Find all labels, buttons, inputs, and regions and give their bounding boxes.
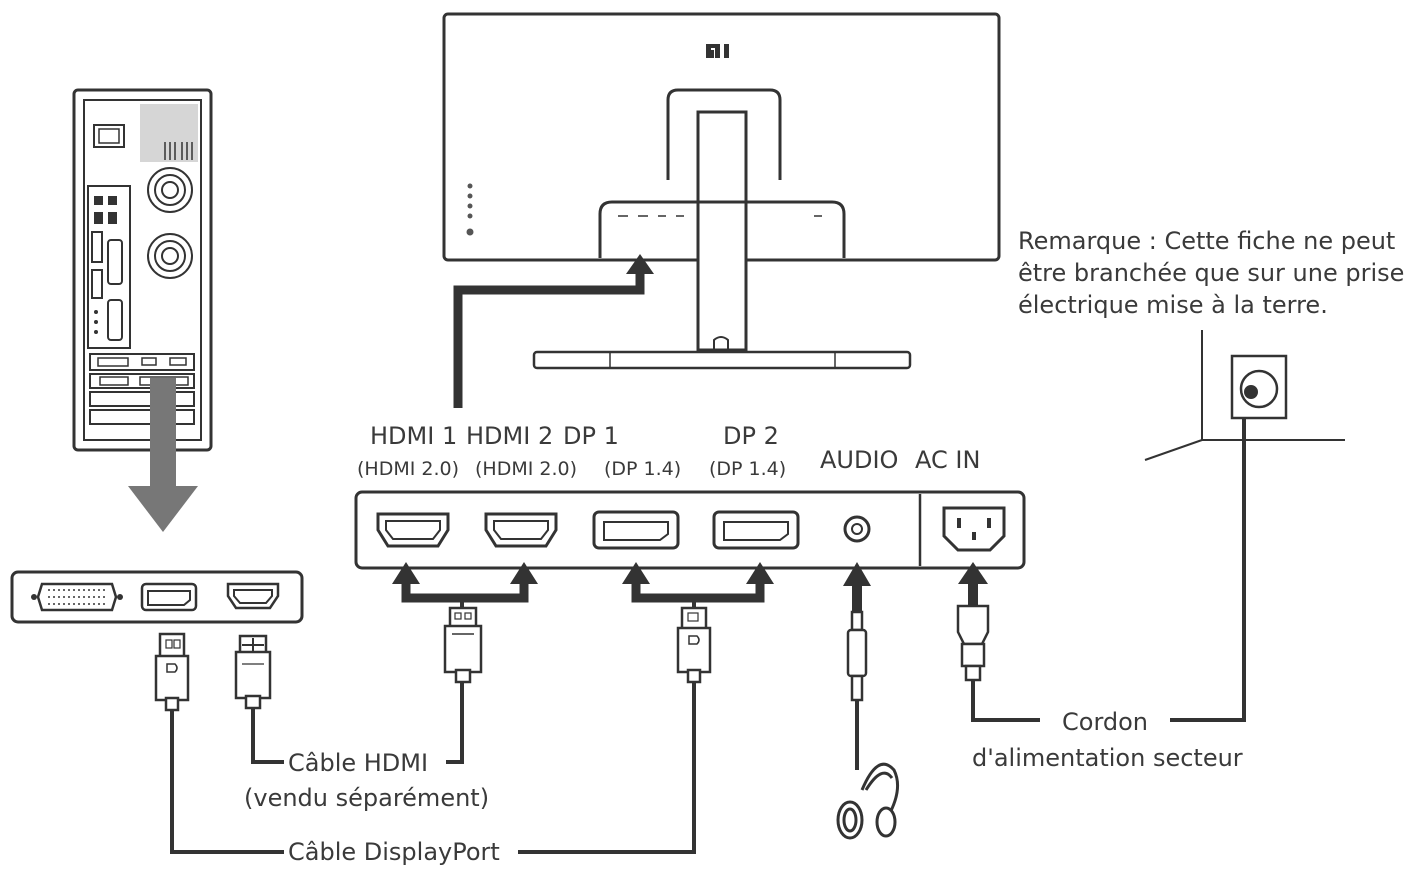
power-plug-icon bbox=[956, 562, 990, 682]
monitor-back-icon bbox=[442, 12, 1001, 370]
displayport-cable-label: Câble DisplayPort bbox=[288, 838, 500, 866]
port-label-hdmi1: HDMI 1 bbox=[370, 422, 458, 450]
wall-socket-icon bbox=[1144, 330, 1345, 461]
pc-hdmi-cable-line bbox=[251, 708, 284, 764]
port-label-audio: AUDIO bbox=[820, 446, 899, 474]
port-label-dp2: DP 2 bbox=[723, 422, 779, 450]
hdmi-cable-line bbox=[446, 682, 464, 764]
audio-jack-icon bbox=[843, 562, 871, 702]
grounding-note-line3: électrique mise à la terre. bbox=[1018, 291, 1328, 319]
port-spec-dp1: (DP 1.4) bbox=[604, 458, 682, 480]
power-cord-sublabel: d'alimentation secteur bbox=[972, 744, 1243, 772]
grounding-note-line1: Remarque : Cette fiche ne peut bbox=[1018, 227, 1396, 255]
pc-dp-plug-icon bbox=[154, 632, 190, 712]
pc-output-arrow-icon bbox=[128, 378, 198, 532]
grounding-note: Remarque : Cette fiche ne peut être bran… bbox=[1018, 225, 1404, 321]
port-label-dp1: DP 1 bbox=[563, 422, 619, 450]
hdmi-cable-label: Câble HDMI bbox=[288, 749, 429, 777]
hdmi-cable-sublabel: (vendu séparément) bbox=[244, 784, 490, 812]
pc-hdmi-plug-icon bbox=[234, 634, 272, 710]
dp-cable-line bbox=[518, 682, 696, 854]
power-cable-line-right bbox=[1170, 400, 1246, 722]
port-spec-dp2: (DP 1.4) bbox=[709, 458, 787, 480]
power-cable-line bbox=[971, 680, 1040, 722]
dp-plug-icon bbox=[676, 606, 712, 684]
pc-tower-icon bbox=[72, 88, 213, 452]
grounding-note-line2: être branchée que sur une prise bbox=[1018, 259, 1405, 287]
port-label-acin: AC IN bbox=[915, 446, 981, 474]
headphones-icon bbox=[836, 762, 900, 840]
port-spec-hdmi1: (HDMI 2.0) bbox=[357, 458, 459, 480]
dp-cable-monitor-icon bbox=[622, 562, 774, 610]
graphics-card-icon bbox=[10, 570, 304, 624]
pc-dp-cable-line bbox=[170, 710, 284, 854]
hdmi-plug-icon bbox=[443, 606, 483, 684]
port-label-hdmi2: HDMI 2 bbox=[466, 422, 554, 450]
port-spec-hdmi2: (HDMI 2.0) bbox=[475, 458, 577, 480]
monitor-port-panel-icon bbox=[354, 490, 1026, 570]
monitor-input-arrow-icon bbox=[453, 254, 654, 408]
power-cord-label: Cordon bbox=[1062, 708, 1149, 736]
